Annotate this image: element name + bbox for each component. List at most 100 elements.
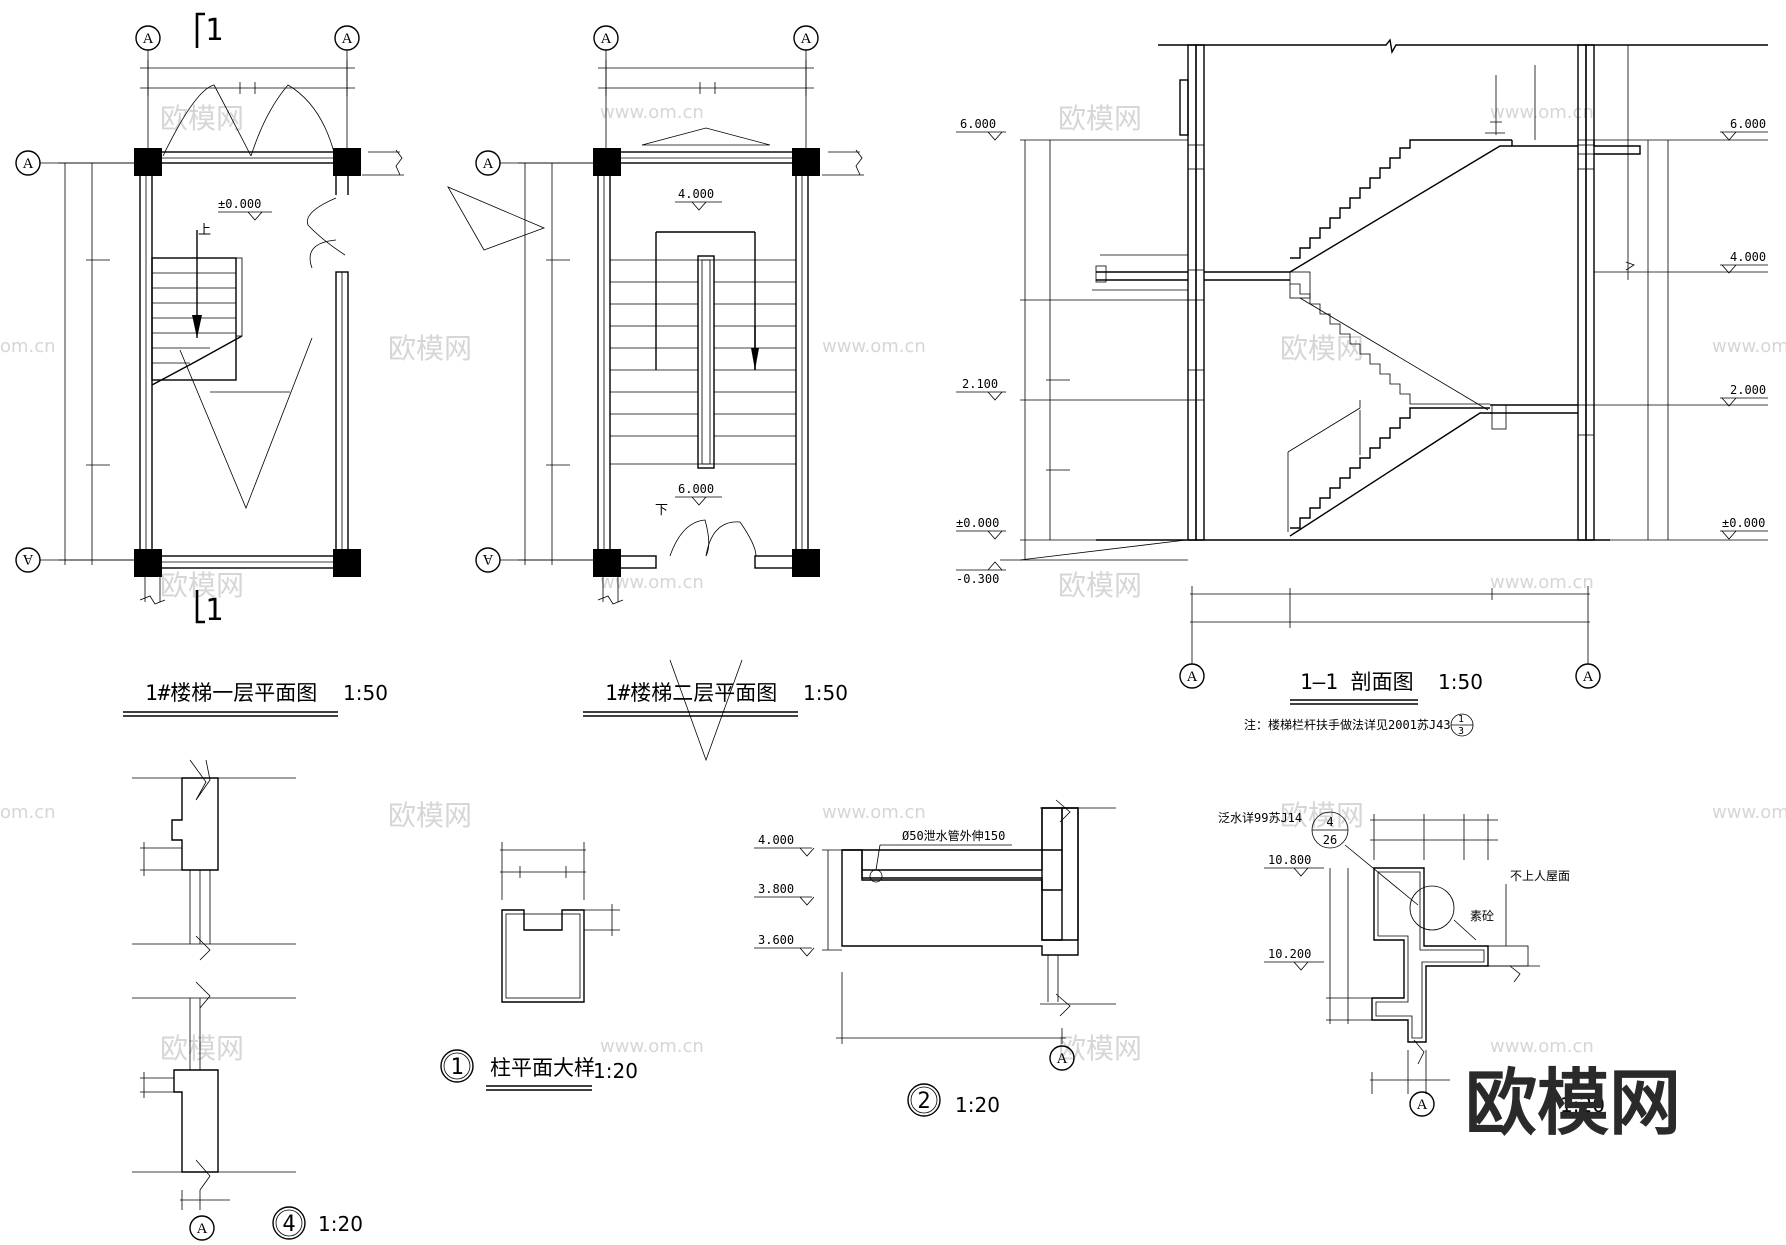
elevation-label: -0.300 bbox=[956, 572, 999, 586]
watermark-url: www.om.cn bbox=[1490, 572, 1594, 593]
watermark-logo: 欧模网 bbox=[1465, 1061, 1681, 1145]
elevation-label: 6.000 bbox=[1730, 117, 1766, 131]
column bbox=[134, 549, 162, 577]
axis-bubble bbox=[189, 1215, 215, 1241]
axis-label: A bbox=[1417, 1097, 1428, 1113]
detail-callout-circle bbox=[1409, 885, 1455, 931]
pipe-note: Ø50泄水管外伸150 bbox=[902, 828, 1005, 843]
axis-label: A bbox=[483, 156, 494, 172]
watermark-url: om.cn bbox=[0, 336, 56, 357]
axis-label: A bbox=[197, 1221, 208, 1237]
watermark-url: www.om.cn bbox=[822, 802, 926, 823]
watermark-cn: 欧模网 bbox=[1280, 332, 1364, 365]
axis-bubble bbox=[1179, 663, 1205, 689]
detail-number-circle bbox=[440, 1049, 474, 1083]
axis-label: A bbox=[23, 156, 34, 172]
watermark-cn: 欧模网 bbox=[160, 102, 244, 135]
down-label: 下 bbox=[655, 503, 668, 518]
axis-label: A bbox=[801, 31, 812, 47]
column bbox=[792, 148, 820, 176]
section-1-1: 6.000 2.100 ±0.000 -0.300 6.000 4.000 2.… bbox=[956, 38, 1768, 737]
plan-scale: 1:50 bbox=[343, 681, 388, 705]
axis-label: A bbox=[482, 551, 493, 567]
detail-1-column: 1 柱平面大样 1:20 bbox=[440, 842, 638, 1091]
detail-number: 1 bbox=[450, 1055, 463, 1080]
detail-scale: 1:20 bbox=[318, 1212, 363, 1236]
section-note: 注：楼梯栏杆扶手做法详见2001苏J43 bbox=[1244, 717, 1451, 732]
detail-number-circle bbox=[907, 1083, 941, 1117]
column bbox=[333, 549, 361, 577]
section-mark: 1 bbox=[205, 13, 223, 48]
watermark-url: www.om.cn bbox=[1712, 802, 1786, 823]
detail-title: 柱平面大样 bbox=[490, 1056, 595, 1080]
watermark-cn: 欧模网 bbox=[1058, 569, 1142, 602]
axis-label: A bbox=[143, 31, 154, 47]
column bbox=[593, 148, 621, 176]
plan-scale: 1:50 bbox=[803, 681, 848, 705]
detail-3-parapet: 泛水详99苏J14 4 26 素砼 不上人屋面 10.800 10.200 bbox=[1218, 810, 1605, 1117]
detail-ref-bottom: 26 bbox=[1323, 833, 1337, 847]
watermark-url: www.om.cn bbox=[600, 1036, 704, 1057]
elevation-label: 2.000 bbox=[1730, 383, 1766, 397]
elevation-label: 4.000 bbox=[1730, 250, 1766, 264]
watermark-url: www.om.cn bbox=[1490, 1036, 1594, 1057]
elevation-label: 3.600 bbox=[758, 933, 794, 947]
elevation-label: ±0.000 bbox=[1722, 516, 1765, 530]
plan-title: 1#楼梯一层平面图 bbox=[145, 681, 317, 705]
watermark-cn: 欧模网 bbox=[1280, 799, 1364, 832]
detail-4-wall: A 4 1:20 bbox=[132, 759, 363, 1241]
axis-bubble bbox=[1575, 663, 1601, 689]
section-mark: 1 bbox=[205, 593, 223, 628]
elevation-label: 6.000 bbox=[678, 482, 714, 496]
axis-bubble bbox=[1409, 1091, 1435, 1117]
section-scale: 1:50 bbox=[1438, 670, 1483, 694]
label-brick: 素砼 bbox=[1470, 909, 1494, 923]
plan-first-floor: A A A A 1 1 bbox=[15, 12, 404, 717]
watermark-cn: 欧模网 bbox=[160, 569, 244, 602]
detail-ref-top: 4 bbox=[1326, 815, 1333, 829]
axis-label: A bbox=[342, 31, 353, 47]
section-title: 1—1 剖面图 bbox=[1300, 670, 1414, 694]
axis-label: A bbox=[1583, 669, 1594, 685]
column bbox=[593, 549, 621, 577]
elevation-label: 10.200 bbox=[1268, 947, 1311, 961]
watermark-cn: 欧模网 bbox=[1058, 102, 1142, 135]
elevation-label: ±0.000 bbox=[956, 516, 999, 530]
watermark-url: www.om.cn bbox=[822, 336, 926, 357]
up-label: 上 bbox=[198, 223, 211, 238]
detail-2-landing: Ø50泄水管外伸150 4.000 3.800 3.600 A 2 1:20 bbox=[754, 799, 1116, 1117]
detail-number: 2 bbox=[917, 1089, 930, 1114]
plan-second-floor: A A A A bbox=[447, 25, 864, 762]
axis-label: A bbox=[1187, 669, 1198, 685]
plan-title: 1#楼梯二层平面图 bbox=[605, 681, 777, 705]
label-roof: 不上人屋面 bbox=[1510, 869, 1570, 883]
detail-number-circle bbox=[272, 1206, 306, 1240]
watermark-url: www.om.cn bbox=[1712, 336, 1786, 357]
elevation-label: 3.800 bbox=[758, 882, 794, 896]
detail-scale: 1:20 bbox=[955, 1093, 1000, 1117]
elevation-label: ±0.000 bbox=[218, 197, 261, 211]
column bbox=[333, 148, 361, 176]
detail-ref-bottom: 3 bbox=[1458, 726, 1464, 737]
elevation-label: 2.100 bbox=[962, 377, 998, 391]
detail-ref-top: 1 bbox=[1458, 714, 1464, 725]
watermark-cn: 欧模网 bbox=[1058, 1032, 1142, 1065]
elevation-label: 4.000 bbox=[678, 187, 714, 201]
watermark-url: www.om.cn bbox=[600, 572, 704, 593]
column bbox=[792, 549, 820, 577]
watermark-url: om.cn bbox=[0, 802, 56, 823]
detail-scale-partial: 1:20 bbox=[1560, 1093, 1605, 1117]
watermark-layer: 欧模网 www.om.cn 欧模网 www.om.cn om.cn 欧模网 ww… bbox=[0, 102, 1786, 1065]
elevation-label: 4.000 bbox=[758, 833, 794, 847]
detail-number: 4 bbox=[282, 1212, 295, 1237]
axis-label: A bbox=[22, 551, 33, 567]
watermark-cn: 欧模网 bbox=[388, 332, 472, 365]
column bbox=[134, 148, 162, 176]
axis-bubble bbox=[1049, 1045, 1075, 1071]
detail-scale: 1:20 bbox=[593, 1059, 638, 1083]
elevation-label: 6.000 bbox=[960, 117, 996, 131]
flashing-ref-note: 泛水详99苏J14 bbox=[1218, 810, 1302, 825]
watermark-url: www.om.cn bbox=[1490, 102, 1594, 123]
axis-label: A bbox=[1057, 1051, 1068, 1067]
